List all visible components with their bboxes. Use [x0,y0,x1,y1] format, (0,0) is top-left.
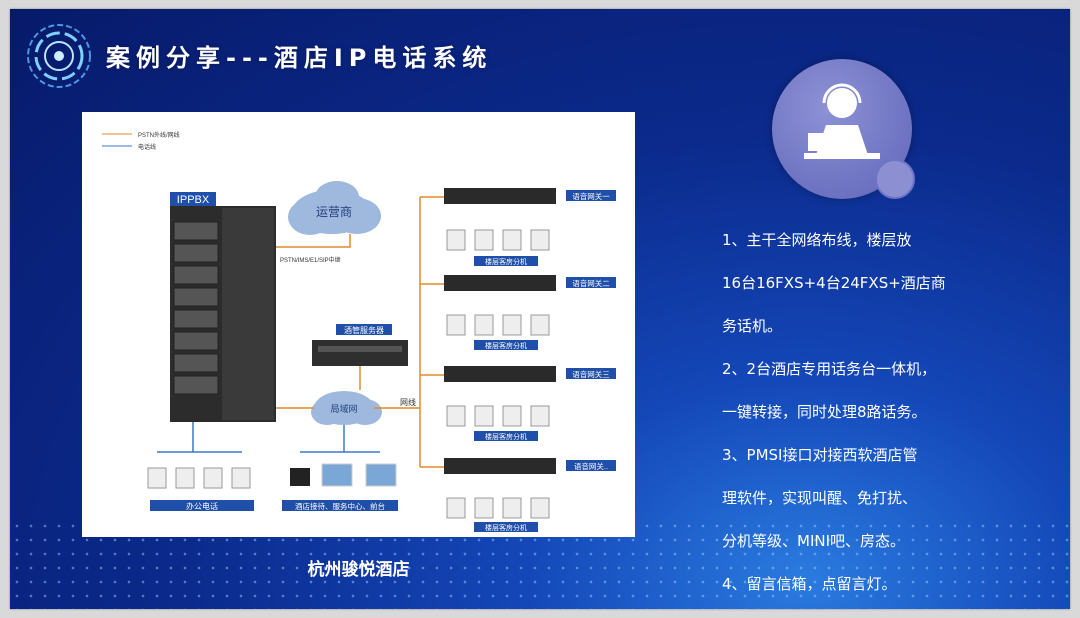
legend-phone: 电话线 [138,143,156,151]
note-line: 一键转接，同时处理8路话务。 [722,403,927,421]
ippbx-label: IPPBX [177,194,210,206]
carrier-cloud [288,181,381,235]
note-line: 理软件，实现叫醒、免打扰、 [722,489,918,507]
reception-devices [290,463,397,487]
note-line: 4、留言信箱，点留言灯。 [722,575,897,593]
office-phones [147,467,251,489]
cable-label: 网线 [400,397,416,407]
lan-cloud [311,391,382,425]
server-box [312,340,408,366]
svg-text:语音网关二: 语音网关二 [572,278,610,288]
notes-list: 1、主干全网络布线，楼层放 16台16FXS+4台24FXS+酒店商 务话机。 … [722,219,1052,606]
svg-text:语音网关..: 语音网关.. [574,461,608,471]
note-line: 16台16FXS+4台24FXS+酒店商 [722,274,946,292]
server-label: 酒管服务器 [344,325,384,335]
office-phones-label: 办公电话 [186,501,218,511]
svg-text:楼层客房分机: 楼层客房分机 [485,257,527,266]
note-line: 务话机。 [722,317,783,335]
decor-bubble [875,159,915,199]
trunk-label: PSTN/IMS/E1/SIP中继 [280,256,341,264]
svg-text:楼层客房分机: 楼层客房分机 [485,341,527,350]
note-line: 分机等级、MINI吧、房态。 [722,532,906,550]
hotel-caption: 杭州骏悦酒店 [307,560,410,580]
reception-label: 酒店接待、服务中心、前台 [295,501,385,511]
carrier-label: 运营商 [316,204,352,219]
svg-text:楼层客房分机: 楼层客房分机 [485,523,527,532]
title-bar: 案例分享---酒店IP电话系统 [24,21,664,91]
svg-text:语音网关一: 语音网关一 [572,191,610,201]
note-line: 1、主干全网络布线，楼层放 [722,231,912,249]
svg-text:楼层客房分机: 楼层客房分机 [485,432,527,441]
gateway-2: 语音网关二 楼层客房分机 [444,275,616,350]
note-line: 2、2台酒店专用话务台一体机， [722,360,937,378]
legend-trunk: PSTN外线/网线 [138,131,180,139]
slide: 案例分享---酒店IP电话系统 PSTN外线/网线 电话线 IPPBX [10,9,1070,609]
network-diagram: PSTN外线/网线 电话线 IPPBX 运营商 P [82,112,635,537]
svg-text:语音网关三: 语音网关三 [572,369,610,379]
diagram-svg: PSTN外线/网线 电话线 IPPBX 运营商 P [102,131,616,532]
note-line: 3、PMSI接口对接西软酒店管 [722,446,918,464]
gateway-4: 语音网关.. 楼层客房分机 [444,458,616,532]
page-title: 案例分享---酒店IP电话系统 [106,44,493,72]
gateway-1: 语音网关一 楼层客房分机 [444,188,616,266]
lan-label: 局域网 [330,403,357,414]
gateway-3: 语音网关三 楼层客房分机 [444,366,616,441]
ippbx-label-bg [170,192,216,206]
target-ring-icon [27,24,91,88]
